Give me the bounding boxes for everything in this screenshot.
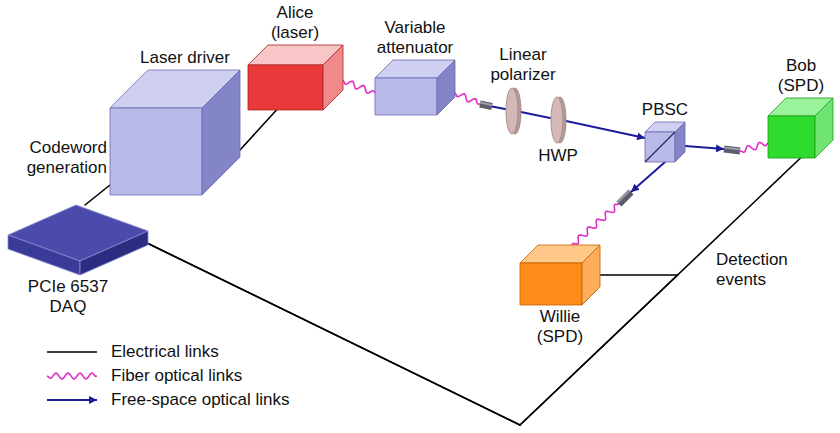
laser-source-drawing (248, 45, 343, 110)
fiber-link (740, 142, 768, 152)
free-link (521, 112, 550, 118)
daq-board-drawing (8, 205, 148, 275)
free-link (685, 146, 724, 149)
fiber-sample (47, 373, 97, 379)
optical-link (240, 110, 277, 150)
shape-face (375, 78, 437, 115)
collimator (618, 191, 630, 203)
waveplate-drawing (550, 96, 566, 144)
polarizer: Linear polarizer (505, 87, 521, 135)
daq-board-shape (8, 205, 148, 275)
detector-shape (768, 98, 833, 158)
signal-label: Codeword generation (12, 138, 107, 178)
laser-driver-shape (110, 70, 240, 195)
optical-link (572, 162, 665, 245)
shape-face (110, 108, 202, 195)
detector-shape (520, 245, 600, 305)
free-link (566, 121, 645, 138)
wire-link (520, 158, 801, 425)
shape-face (815, 98, 833, 158)
legend-sample (45, 390, 101, 410)
fiber-link (343, 81, 375, 93)
shape-face (8, 235, 80, 275)
legend-text: Free-space optical links (111, 390, 290, 410)
device-label: PCIe 6537 DAQ (18, 277, 118, 317)
laser-driver: Laser driver (110, 70, 240, 195)
polarizer-drawing (505, 87, 521, 135)
detector-drawing (768, 98, 833, 158)
wire-link (240, 110, 277, 150)
fiber-link (572, 204, 619, 245)
shape-face (437, 60, 455, 115)
collimator (724, 148, 740, 150)
collimator (480, 103, 492, 106)
signal-label: Detection events (716, 250, 816, 290)
shape-face (520, 263, 582, 305)
detector-drawing (520, 245, 600, 305)
waveplate: HWP (550, 96, 566, 144)
disc-face (551, 97, 563, 143)
optical-link (343, 81, 375, 93)
laser-source: Alice (laser) (248, 45, 343, 110)
fiber-link (455, 93, 480, 104)
optical-link (85, 185, 110, 205)
shape-face (248, 65, 323, 110)
shape-face (645, 132, 675, 162)
legend-item: Free-space optical links (45, 388, 290, 412)
detector: Bob (SPD) (768, 98, 833, 158)
optical-link (521, 112, 550, 118)
attenuator-drawing (375, 60, 455, 115)
device-label: Alice (laser) (263, 3, 327, 43)
legend-text: Fiber optical links (111, 366, 242, 386)
optical-link (455, 93, 505, 109)
beam-splitter-shape (645, 122, 685, 162)
optical-link (566, 121, 645, 138)
legend-sample (45, 366, 101, 386)
collimator (480, 103, 492, 107)
optical-link (685, 142, 768, 152)
device-label: PBSC (635, 100, 695, 120)
optical-link (148, 158, 801, 425)
wire-sample (47, 351, 97, 353)
legend: Electrical linksFiber optical linksFree-… (45, 340, 290, 412)
detector: Willie (SPD) (520, 245, 600, 305)
device-label: Willie (SPD) (530, 307, 590, 347)
polarizer-shape (506, 88, 521, 134)
device-label: Bob (SPD) (766, 56, 836, 96)
splitter-face (645, 132, 675, 162)
legend-item: Fiber optical links (45, 364, 290, 388)
collimator (724, 148, 740, 152)
device-label: Laser driver (130, 48, 240, 68)
waveplate-shape (551, 97, 566, 143)
legend-text: Electrical links (111, 342, 219, 362)
laser-driver-drawing (110, 70, 240, 195)
collimator (618, 191, 632, 205)
shape-face (80, 231, 148, 275)
legend-item: Electrical links (45, 340, 290, 364)
beam-splitter: PBSC (645, 122, 685, 162)
laser-source-shape (248, 45, 343, 110)
free-sample (47, 399, 97, 401)
shape-face (202, 70, 240, 195)
daq-board: PCIe 6537 DAQ (8, 205, 148, 275)
attenuator-shape (375, 60, 455, 115)
disc-face (506, 88, 518, 134)
beam-splitter-drawing (645, 122, 685, 162)
wire-link (85, 185, 110, 205)
free-link (492, 107, 505, 110)
legend-sample (45, 342, 101, 362)
shape-face (323, 45, 343, 110)
wire-link (600, 274, 678, 276)
shape-face (582, 245, 600, 305)
shape-face (768, 116, 815, 158)
shape-face (675, 122, 685, 162)
device-label: Linear polarizer (483, 45, 563, 85)
device-label: Variable attenuator (370, 18, 460, 58)
device-label: HWP (538, 146, 578, 166)
attenuator: Variable attenuator (375, 60, 455, 115)
free-link (631, 162, 665, 192)
